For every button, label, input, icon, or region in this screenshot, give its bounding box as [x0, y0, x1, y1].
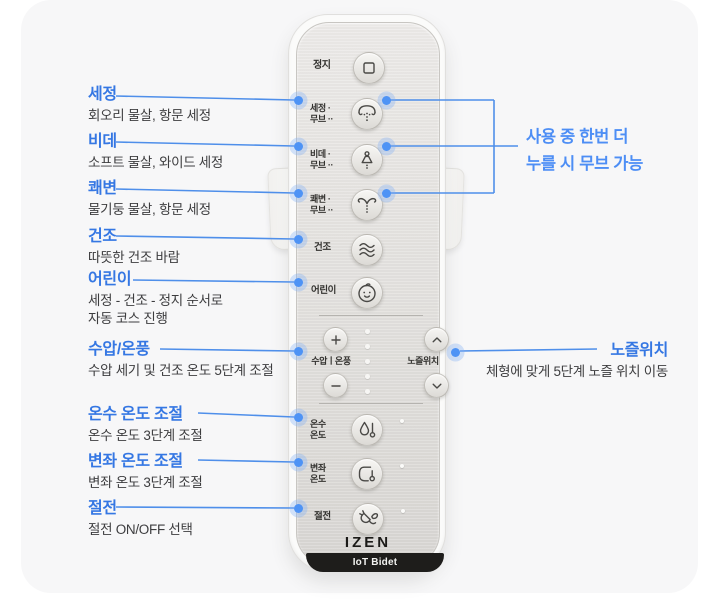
bidet-label: 비데 · 무브 ·· — [310, 149, 334, 170]
cleansing-button[interactable] — [351, 98, 383, 130]
bidet-button[interactable] — [351, 144, 383, 176]
nozzle-up-button[interactable] — [424, 327, 449, 352]
divider — [319, 315, 423, 316]
bidet-spray-icon — [361, 151, 373, 169]
annotation-cleansing: 세정 회오리 물살, 항문 세정 — [88, 85, 211, 125]
annotation-water-temp: 온수 온도 조절 온수 온도 3단계 조절 — [88, 405, 203, 445]
callout-dot — [293, 277, 303, 287]
plus-icon — [330, 334, 341, 345]
pressure-down-button[interactable] — [323, 373, 348, 398]
seat-temp-label: 변좌 온도 — [310, 463, 326, 484]
led-indicator — [400, 464, 404, 468]
annotation-title: 노즐위치 — [610, 342, 668, 359]
cleansing-spray-icon — [358, 105, 376, 122]
minus-icon — [330, 384, 341, 387]
led-indicator — [401, 509, 405, 513]
annotation-desc: 변좌 온도 3단계 조절 — [88, 475, 203, 490]
annotation-title: 비데 — [88, 133, 117, 150]
callout-dot — [293, 346, 303, 356]
seat-temp-button[interactable] — [351, 458, 383, 490]
panel-dot — [365, 329, 370, 334]
annotation-title: 수압/온풍 — [88, 341, 150, 358]
callout-dot — [381, 188, 391, 198]
callout-dot — [293, 234, 303, 244]
nozzle-label: 노즐위치 — [407, 356, 439, 366]
dry-wind-icon — [359, 242, 375, 258]
annotation-bidet: 비데 소프트 물살, 와이드 세정 — [88, 132, 223, 172]
panel-dot — [365, 389, 370, 394]
annotation-desc: 소프트 물살, 와이드 세정 — [88, 155, 224, 170]
pressure-up-button[interactable] — [323, 327, 348, 352]
annotation-title: 온수 온도 조절 — [88, 406, 183, 423]
remote-panel: 정지 세정 · 무브 ·· — [296, 22, 449, 572]
water-temp-label: 온수 온도 — [310, 419, 326, 440]
product-band-text: IoT Bidet — [352, 557, 398, 568]
dry-label: 건조 — [314, 242, 331, 253]
chevron-up-icon — [432, 336, 441, 342]
remote-control: 정지 세정 · 무브 ·· — [288, 14, 449, 572]
callout-dot — [293, 412, 303, 422]
annotation-desc: 수압 세기 및 건조 온도 5단계 조절 — [88, 363, 274, 378]
seat-temp-icon — [358, 466, 375, 482]
callout-dot — [381, 141, 391, 151]
callout-dot — [450, 347, 460, 357]
annotation-title: 어린이 — [88, 271, 132, 288]
annotation-seat-temp: 변좌 온도 조절 변좌 온도 3단계 조절 — [88, 452, 203, 492]
annotation-desc: 온수 온도 3단계 조절 — [88, 428, 203, 443]
product-band: IoT Bidet — [306, 553, 444, 572]
child-label: 어린이 — [311, 285, 337, 296]
callout-dot — [381, 95, 391, 105]
callout-dot — [293, 95, 303, 105]
stop-icon — [363, 62, 375, 74]
annotation-nozzle: 노즐위치 체형에 맞게 5단계 노즐 위치 이동 — [486, 341, 668, 381]
callout-dot — [293, 141, 303, 151]
panel-dot — [365, 374, 370, 379]
annotation-desc: 절전 ON/OFF 선택 — [88, 522, 193, 537]
dry-button[interactable] — [351, 234, 383, 266]
child-button[interactable] — [351, 277, 383, 309]
chevron-down-icon — [432, 383, 441, 389]
annotation-pressure: 수압/온풍 수압 세기 및 건조 온도 5단계 조절 — [88, 340, 274, 380]
cleansing-label: 세정 · 무브 ·· — [310, 103, 334, 124]
water-temp-icon — [359, 421, 376, 438]
eco-label: 절전 — [314, 511, 331, 522]
annotation-title: 쾌변 — [88, 180, 117, 197]
pressure-label: 수압ㅣ온풍 — [311, 356, 351, 366]
annotation-child: 어린이 세정 - 건조 - 정지 순서로 자동 코스 진행 — [88, 270, 223, 328]
stop-button[interactable] — [353, 52, 385, 84]
annotation-title: 세정 — [88, 86, 117, 103]
water-temp-button[interactable] — [351, 414, 383, 446]
panel-dot — [365, 359, 370, 364]
child-face-icon — [358, 283, 376, 303]
annotation-desc: 물기둥 물살, 항문 세정 — [88, 202, 211, 217]
annotation-desc: 체형에 맞게 5단계 노즐 위치 이동 — [485, 364, 668, 379]
annotation-desc: 회오리 물살, 항문 세정 — [88, 108, 211, 123]
eco-button[interactable] — [352, 503, 384, 535]
annotation-comfort: 쾌변 물기둥 물살, 항문 세정 — [88, 179, 211, 219]
annotation-title: 절전 — [88, 500, 117, 517]
annotation-desc: 따뜻한 건조 바람 — [88, 250, 180, 265]
nozzle-down-button[interactable] — [424, 373, 449, 398]
annotation-eco: 절전 절전 ON/OFF 선택 — [88, 499, 193, 539]
callout-dot — [293, 457, 303, 467]
callout-dot — [293, 188, 303, 198]
eco-power-icon — [359, 510, 379, 525]
panel-dot — [365, 344, 370, 349]
annotation-move-note: 사용 중 한번 더 누를 시 무브 가능 — [526, 128, 644, 173]
brand-logo: IZEN — [344, 534, 392, 551]
comfort-label: 쾌변 · 무브 ·· — [310, 194, 334, 215]
annotation-desc: 세정 - 건조 - 정지 순서로 자동 코스 진행 — [88, 293, 223, 326]
led-indicator — [400, 419, 404, 423]
comfort-button[interactable] — [351, 189, 383, 221]
divider — [319, 403, 423, 404]
comfort-spray-icon — [357, 197, 377, 213]
callout-dot — [293, 503, 303, 513]
annotation-dry: 건조 따뜻한 건조 바람 — [88, 227, 180, 267]
annotation-title: 변좌 온도 조절 — [88, 453, 183, 470]
annotation-title: 건조 — [88, 228, 117, 245]
stop-label: 정지 — [313, 60, 331, 71]
